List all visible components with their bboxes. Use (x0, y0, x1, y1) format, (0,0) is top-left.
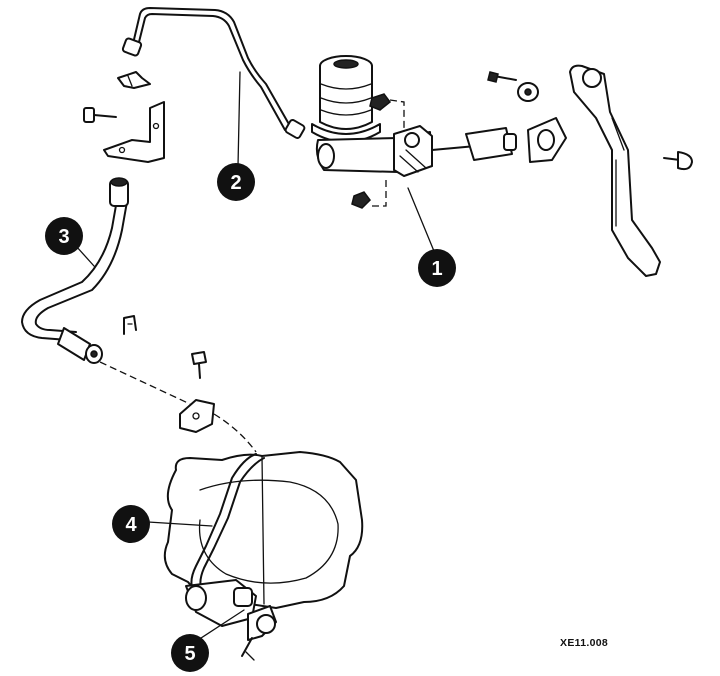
master-cylinder (311, 55, 567, 209)
hose-clip (123, 315, 137, 335)
bell-housing (163, 451, 364, 609)
housing-bracket (179, 399, 215, 433)
callout-2-label: 2 (230, 172, 241, 194)
mounting-bracket (103, 101, 165, 163)
pipe-clip (117, 71, 151, 89)
callout-1-label: 1 (431, 258, 442, 280)
callout-leader-3 (75, 245, 95, 267)
callout-leader-1 (407, 187, 437, 257)
callout-4: 4 (112, 505, 150, 543)
slave-cylinder (185, 579, 277, 661)
callout-3: 3 (45, 217, 83, 255)
bracket-routing-line (213, 413, 257, 453)
clutch-pedal (569, 64, 661, 277)
figure-reference-code: XE11.008 (560, 637, 608, 649)
callout-leader-4 (147, 521, 213, 527)
flexible-hose (21, 177, 129, 364)
callout-leader-2 (237, 71, 241, 167)
callout-5: 5 (171, 634, 209, 672)
housing-bolt (191, 351, 207, 379)
callout-2: 2 (217, 163, 255, 201)
callout-1: 1 (418, 249, 456, 287)
bracket-bolt (83, 107, 117, 123)
hose-routing-line (99, 361, 191, 405)
pedal-bolt (663, 151, 693, 171)
callout-leader-5 (197, 609, 245, 641)
pedal-pin (487, 71, 517, 83)
callout-4-label: 4 (125, 514, 137, 536)
hydraulic-pipe (121, 7, 306, 139)
callout-5-label: 5 (184, 643, 195, 665)
pedal-washer (517, 82, 539, 102)
callout-3-label: 3 (58, 226, 69, 248)
